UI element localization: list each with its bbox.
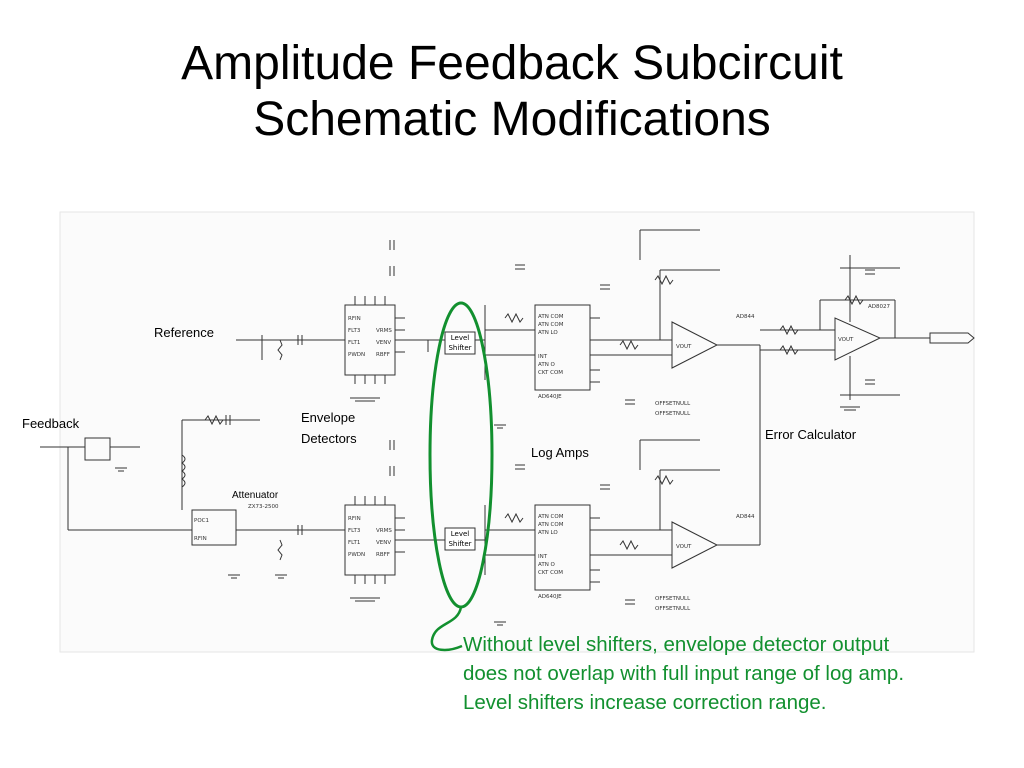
level-shifter-top (444, 331, 476, 355)
svg-text:VENV: VENV (376, 540, 391, 546)
transformer-ic (84, 437, 111, 461)
callout-line-2: does not overlap with full input range o… (463, 662, 905, 685)
callout-text: Without level shifters, envelope detecto… (463, 630, 1003, 717)
svg-text:PWDN: PWDN (348, 352, 365, 358)
svg-text:RFIN: RFIN (348, 316, 361, 322)
svg-text:AD640JE: AD640JE (538, 394, 562, 400)
svg-text:ZX73-2500: ZX73-2500 (248, 504, 279, 510)
opamp-bottom (671, 521, 719, 569)
envelope-detector-top-ic (344, 304, 396, 376)
inductor (181, 454, 186, 488)
svg-text:AD844: AD844 (736, 514, 755, 520)
slide-title-line-1: Amplitude Feedback Subcircuit (181, 37, 843, 90)
log-amp-bottom-ic (534, 504, 591, 591)
level-shifter-bottom-label-2: Shifter (448, 540, 471, 548)
svg-text:VOUT: VOUT (838, 337, 854, 343)
svg-text:CKT COM: CKT COM (538, 570, 563, 576)
svg-text:RBFF: RBFF (376, 552, 390, 558)
svg-text:INT: INT (538, 554, 548, 560)
svg-text:AD844: AD844 (736, 314, 755, 320)
svg-text:ATN COM: ATN COM (538, 522, 564, 528)
label-attenuator: Attenuator (232, 490, 279, 501)
svg-text:VENV: VENV (376, 340, 391, 346)
label-reference: Reference (154, 325, 214, 340)
svg-text:RBFF: RBFF (376, 352, 390, 358)
resistors (204, 274, 864, 561)
svg-text:ATN O: ATN O (538, 362, 556, 368)
output-terminal (929, 332, 975, 344)
opamp-error (834, 317, 882, 361)
level-shifter-top-label-1: Level (451, 334, 470, 342)
svg-text:VOUT: VOUT (676, 344, 692, 350)
svg-text:OFFSETNULL: OFFSETNULL (655, 411, 691, 417)
svg-text:RFIN: RFIN (194, 536, 207, 542)
svg-text:FLT1: FLT1 (348, 340, 360, 346)
svg-text:ATN COM: ATN COM (538, 314, 564, 320)
svg-text:ATN LO: ATN LO (538, 330, 558, 336)
svg-text:PWDN: PWDN (348, 552, 365, 558)
svg-text:ATN LO: ATN LO (538, 530, 558, 536)
attenuator-ic (191, 509, 237, 546)
slide-title-line-2: Schematic Modifications (253, 93, 771, 146)
log-amp-top-ic (534, 304, 591, 391)
opamp-top (671, 321, 719, 369)
svg-text:VOUT: VOUT (676, 544, 692, 550)
callout-line-3: Level shifters increase correction range… (463, 691, 827, 714)
svg-text:AD640JE: AD640JE (538, 594, 562, 600)
label-log-amps: Log Amps (531, 445, 589, 460)
envelope-detector-bottom-ic (344, 504, 396, 576)
ic-pins (354, 296, 600, 584)
level-shifter-top-label-2: Shifter (448, 344, 471, 352)
svg-text:FLT3: FLT3 (348, 328, 361, 334)
svg-text:VRMS: VRMS (376, 528, 392, 534)
svg-text:VRMS: VRMS (376, 328, 392, 334)
svg-text:OFFSETNULL: OFFSETNULL (655, 401, 691, 407)
svg-text:INT: INT (538, 354, 548, 360)
svg-text:POC1: POC1 (194, 518, 209, 524)
label-envelope-1: Envelope (301, 410, 355, 425)
ground-symbols (115, 397, 860, 626)
svg-text:FLT3: FLT3 (348, 528, 361, 534)
level-shifter-bottom (444, 527, 476, 551)
callout-line-1: Without level shifters, envelope detecto… (463, 633, 890, 656)
svg-text:ATN O: ATN O (538, 562, 556, 568)
svg-text:OFFSETNULL: OFFSETNULL (655, 596, 691, 602)
ic-blocks (84, 304, 975, 591)
svg-text:FLT1: FLT1 (348, 540, 360, 546)
svg-text:AD8027: AD8027 (868, 304, 890, 310)
svg-text:OFFSETNULL: OFFSETNULL (655, 606, 691, 612)
svg-text:RFIN: RFIN (348, 516, 361, 522)
level-shifter-bottom-label-1: Level (451, 530, 470, 538)
capacitors (225, 240, 875, 605)
slide-title: Amplitude Feedback Subcircuit Schematic … (0, 36, 1024, 148)
svg-text:ATN COM: ATN COM (538, 514, 564, 520)
label-error-calculator: Error Calculator (765, 427, 857, 442)
callout-pointer (430, 606, 463, 652)
schematic-sheet (59, 211, 975, 653)
svg-text:ATN COM: ATN COM (538, 322, 564, 328)
label-feedback: Feedback (22, 416, 80, 431)
label-envelope-2: Detectors (301, 431, 357, 446)
svg-text:CKT COM: CKT COM (538, 370, 563, 376)
